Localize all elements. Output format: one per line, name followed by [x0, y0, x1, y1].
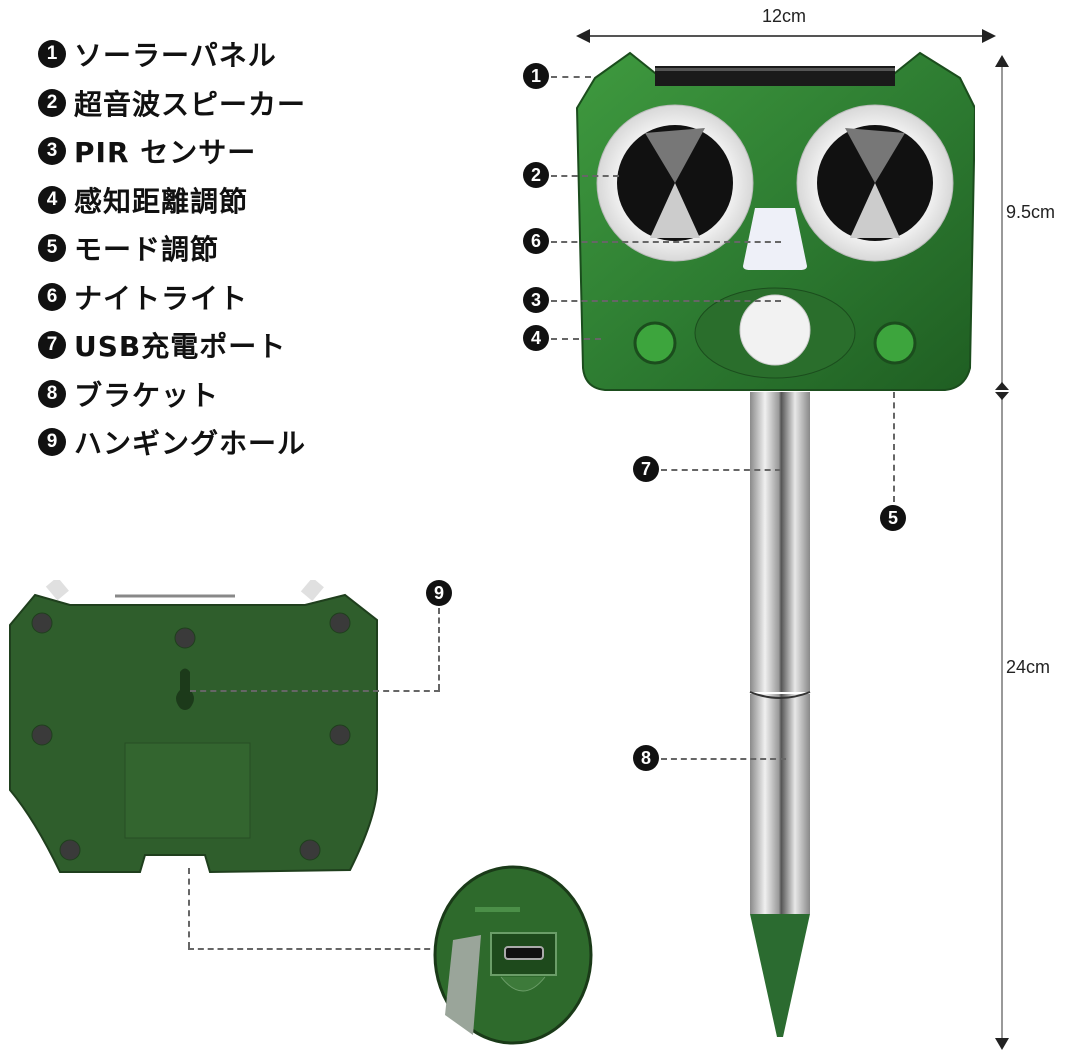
number-badge: 7 [38, 331, 66, 360]
stake-illustration [749, 392, 811, 1037]
device-back-illustration [9, 580, 378, 874]
leader-line [551, 338, 601, 340]
callout-6: 6 [523, 228, 549, 254]
leader-line [661, 758, 786, 760]
width-dimension-line [582, 35, 990, 37]
stake-length-label: 24cm [1006, 657, 1051, 677]
callout-9: 9 [426, 580, 452, 606]
head-height-label: 9.5cm [1006, 202, 1056, 222]
leader-line [551, 241, 781, 243]
usb-port-detail-inset [433, 865, 593, 1045]
arrow-down-icon [995, 1038, 1009, 1050]
number-badge: 1 [38, 40, 66, 69]
callout-4: 4 [523, 325, 549, 351]
arrow-left-icon [576, 29, 590, 43]
leader-line [188, 868, 190, 948]
width-dimension-label: 12cm [762, 6, 807, 26]
callout-1: 1 [523, 63, 549, 89]
number-badge: 4 [38, 185, 66, 214]
leader-line [893, 392, 895, 502]
arrow-up-icon [995, 55, 1009, 67]
number-badge: 8 [38, 379, 66, 408]
callout-3: 3 [523, 287, 549, 313]
leader-line [551, 300, 781, 302]
callout-8: 8 [633, 745, 659, 771]
number-badge: 6 [38, 282, 66, 311]
leader-line [190, 690, 440, 692]
leader-line [551, 76, 591, 78]
device-front-illustration [575, 51, 975, 391]
leader-line [551, 175, 619, 177]
stake-length-dimension-line [1001, 392, 1003, 1042]
leader-line [188, 948, 440, 950]
callout-7: 7 [633, 456, 659, 482]
callout-5: 5 [880, 505, 906, 531]
number-badge: 2 [38, 88, 66, 117]
leader-line [438, 608, 440, 690]
head-height-dimension-line [1001, 60, 1003, 390]
callout-2: 2 [523, 162, 549, 188]
number-badge: 5 [38, 234, 66, 263]
arrow-right-icon [982, 29, 996, 43]
double-arrow-icon [995, 382, 1009, 400]
number-badge: 9 [38, 428, 66, 457]
number-badge: 3 [38, 137, 66, 166]
leader-line [661, 469, 781, 471]
